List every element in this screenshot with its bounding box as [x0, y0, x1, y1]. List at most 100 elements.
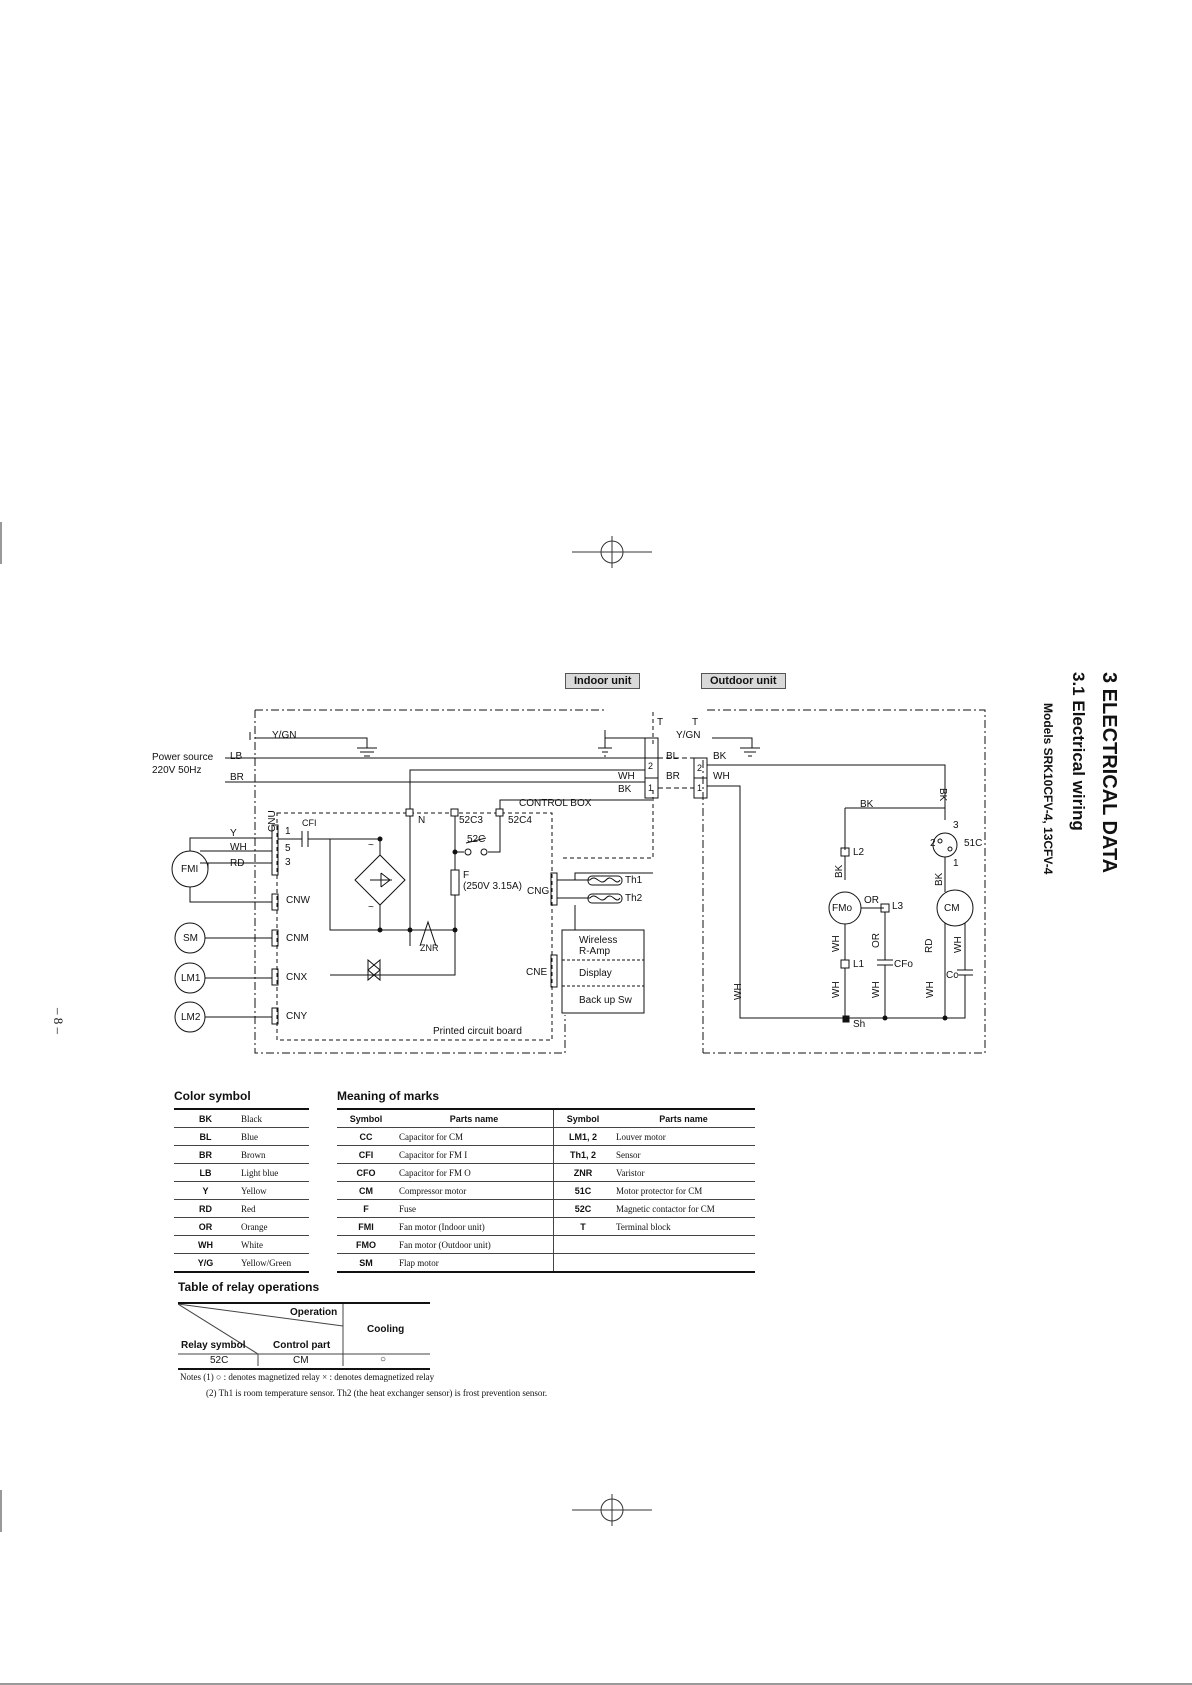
wire-wh: WH [230, 842, 247, 853]
wire-bk-l2: BK [834, 864, 845, 878]
mark-symbol: CFI [337, 1145, 395, 1164]
wire-wh-cm: WH [953, 936, 964, 953]
cnw-label: CNW [286, 895, 310, 906]
cnx-label: CNX [286, 972, 308, 983]
mark-parts-name: Capacitor for FM I [395, 1145, 554, 1164]
wire-wh-cfo: WH [871, 981, 882, 998]
l3-label: L3 [892, 901, 904, 912]
wire-ygn: Y/GN [272, 730, 297, 741]
51c-pin-1: 1 [953, 858, 959, 869]
mark-symbol: LM1, 2 [553, 1127, 612, 1146]
wire-wh-cc: WH [925, 981, 936, 998]
mark-symbol: FMO [337, 1235, 395, 1254]
note-2: (2) Th1 is room temperature sensor. Th2 … [206, 1388, 548, 1398]
mark-symbol [553, 1253, 612, 1273]
51c-label: 51C [964, 838, 983, 849]
cnu-label: CNU [267, 810, 278, 832]
51c-pin-3: 3 [953, 820, 959, 831]
th2-label: Th2 [625, 893, 643, 904]
cm-motor-label: CM [944, 903, 960, 914]
wire-lb: LB [230, 751, 243, 762]
color-name: Yellow/Green [237, 1253, 309, 1273]
th1-label: Th1 [625, 875, 643, 886]
marks-header-parts: Parts name [395, 1108, 554, 1128]
wire-wh-l1: WH [831, 981, 842, 998]
cnm-label: CNM [286, 933, 309, 944]
color-name: Yellow [237, 1181, 309, 1200]
display-label: Display [579, 968, 612, 979]
wire-wh-left: WH [733, 983, 744, 1000]
control-box-label: CONTROL BOX [519, 798, 592, 809]
mark-symbol: SM [337, 1253, 395, 1273]
mark-parts-name: Motor protector for CM [612, 1181, 755, 1200]
mark-parts-name: Compressor motor [395, 1181, 554, 1200]
color-name: Brown [237, 1145, 309, 1164]
tilde-top: ~ [368, 840, 374, 851]
wire-bk-cm: BK [934, 872, 945, 886]
wire-bl: BL [666, 751, 679, 762]
power-source-label: Power source [152, 752, 214, 763]
color-name: White [237, 1235, 309, 1254]
marks-title: Meaning of marks [337, 1089, 440, 1103]
mark-parts-name: Fan motor (Outdoor unit) [395, 1235, 554, 1254]
color-symbol-title: Color symbol [174, 1089, 251, 1103]
sh-label: Sh [853, 1019, 866, 1030]
l1-label: L1 [853, 959, 865, 970]
wire-br-tb: BR [666, 771, 680, 782]
relay-table-lines [178, 1304, 430, 1366]
znr-label: ZNR [420, 943, 439, 953]
wire-or: OR [864, 895, 879, 906]
backup-switch-label: Back up Sw [579, 995, 632, 1006]
cfi-label: CFI [302, 818, 317, 828]
relay-title: Table of relay operations [178, 1280, 320, 1294]
ramp-label: R-Amp [579, 946, 611, 957]
fuse-spec-label: (250V 3.15A) [463, 881, 522, 892]
wire-wh-tb: WH [618, 771, 635, 782]
wire-wh-fmo: WH [831, 935, 842, 952]
wire-bk-top: BK [713, 751, 727, 762]
cnu-pin-3: 3 [285, 857, 291, 868]
cny-label: CNY [286, 1011, 308, 1022]
relay-control-part-header: Control part [273, 1340, 331, 1351]
mark-parts-name: Magnetic contactor for CM [612, 1199, 755, 1218]
cc-label: Cc [946, 970, 959, 981]
mark-symbol: F [337, 1199, 395, 1218]
wire-rd-cm: RD [924, 938, 935, 953]
fmi-motor-label: FMI [181, 864, 199, 875]
pcb-label: Printed circuit board [433, 1026, 522, 1037]
tilde-bottom: ~ [368, 902, 374, 913]
cnu-pin-5: 5 [285, 843, 291, 854]
mark-parts-name: Sensor [612, 1145, 755, 1164]
cnu-pin-1: 1 [285, 826, 291, 837]
wire-bk-right: BK [937, 788, 948, 802]
mark-symbol: 51C [553, 1181, 612, 1200]
wire-ygn-outdoor: Y/GN [676, 730, 701, 741]
mark-symbol: CM [337, 1181, 395, 1200]
cfo-label: CFo [894, 959, 913, 970]
tb-num-1a: 1 [648, 783, 654, 793]
relay-cooling-header: Cooling [367, 1324, 405, 1335]
mark-symbol: CC [337, 1127, 395, 1146]
color-code: OR [174, 1217, 237, 1236]
sm-motor-label: SM [183, 933, 198, 944]
mark-parts-name: Flap motor [395, 1253, 554, 1273]
wire-bk-out: BK [860, 799, 874, 810]
fmo-motor-label: FMo [832, 903, 852, 914]
mark-parts-name: Terminal block [612, 1217, 755, 1236]
mark-symbol: T [553, 1217, 612, 1236]
52c3-label: 52C3 [459, 815, 483, 826]
mark-symbol: 52C [553, 1199, 612, 1218]
tb-num-2b: 2 [697, 763, 703, 773]
